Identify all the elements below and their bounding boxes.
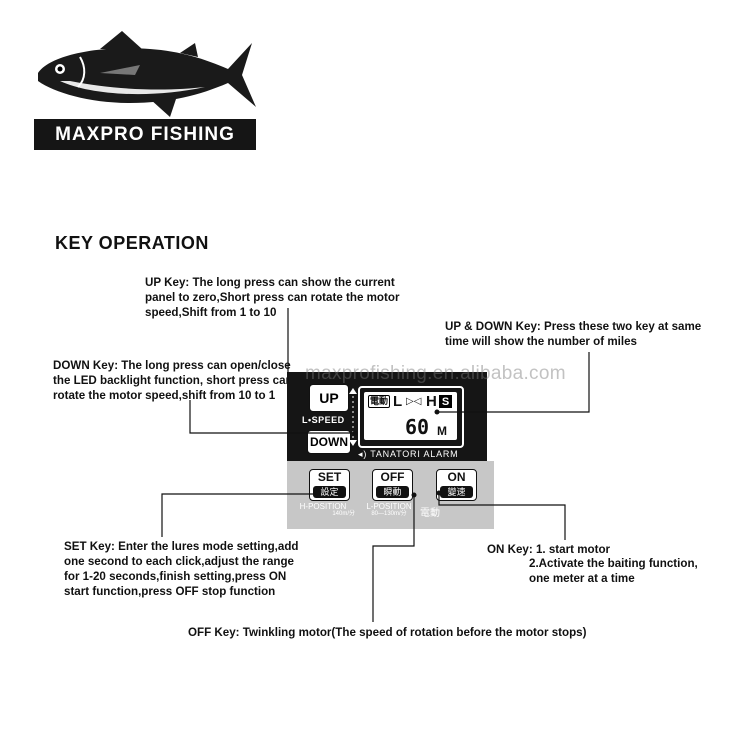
h-position-label: H-POSITION [299,502,347,511]
on-key-leader-dot [436,490,442,496]
set-key-sublabel: 設定 [313,486,346,498]
off-key-button[interactable]: OFF 瞬動 [372,469,413,501]
set-key-leader-dot [315,491,321,497]
down-key-note: DOWN Key: The long press can open/close … [53,359,293,402]
on-key-note-body: 2.Activate the baiting function, one met… [529,557,698,585]
off-key-sublabel: 瞬動 [376,486,409,498]
on-key-button[interactable]: ON 變速 [436,469,477,501]
electric-label: 電動 [420,508,440,519]
lcd-value: 60 [405,415,430,439]
lcd-mode-badge: 電動 [368,395,391,408]
brand-banner: MAXPRO FISHING [34,119,256,150]
up-key-leader-dot [434,409,440,415]
h-position-rate: 140m/分 [332,511,355,517]
off-key-leader-dot [411,492,417,498]
on-key-label: ON [447,470,466,484]
lcd-low-label: L [393,393,403,410]
lcd-high-label: H [426,393,437,410]
off-key-leader [372,495,415,622]
display-frame [358,386,464,448]
set-key-label: SET [317,470,342,484]
lcd-s-badge: S [439,395,452,408]
down-key-button[interactable]: DOWN [307,430,351,454]
l-position-label: L-POSITION [366,502,412,511]
side-arrows-icon [349,388,357,446]
on-key-note-title: ON Key: 1. start motor [487,543,611,556]
tuna-fish-logo-icon [38,31,256,117]
lcd-unit: M [437,424,447,438]
up-key-note: UP Key: The long press can show the curr… [145,276,400,319]
tanatori-alarm-label: ◂) TANATORI ALARM [358,449,459,459]
page-title: KEY OPERATION [55,233,209,253]
brand-name: MAXPRO FISHING [55,123,235,145]
off-key-label: OFF [380,470,405,484]
on-key-leader [438,493,566,540]
set-key-leader [161,493,318,537]
set-key-note: SET Key: Enter the lures mode setting,ad… [64,540,299,598]
set-key-button[interactable]: SET 設定 [309,469,350,501]
up-down-leader [437,352,590,413]
up-down-key-note: UP & DOWN Key: Press these two key at sa… [445,320,702,348]
down-key-leader-dot [352,430,358,436]
watermark: maxprofishing.en.alibaba.com [305,363,566,384]
up-key-button[interactable]: UP [309,384,349,412]
lcd-arrows-icon: ▷◁ [406,396,422,407]
l-position-rate: 80—130m/分 [371,511,407,517]
on-key-sublabel: 變速 [440,486,473,498]
off-key-note: OFF Key: Twinkling motor(The speed of ro… [188,626,587,639]
down-key-leader [189,400,355,434]
speed-label: L•SPEED [302,415,345,425]
